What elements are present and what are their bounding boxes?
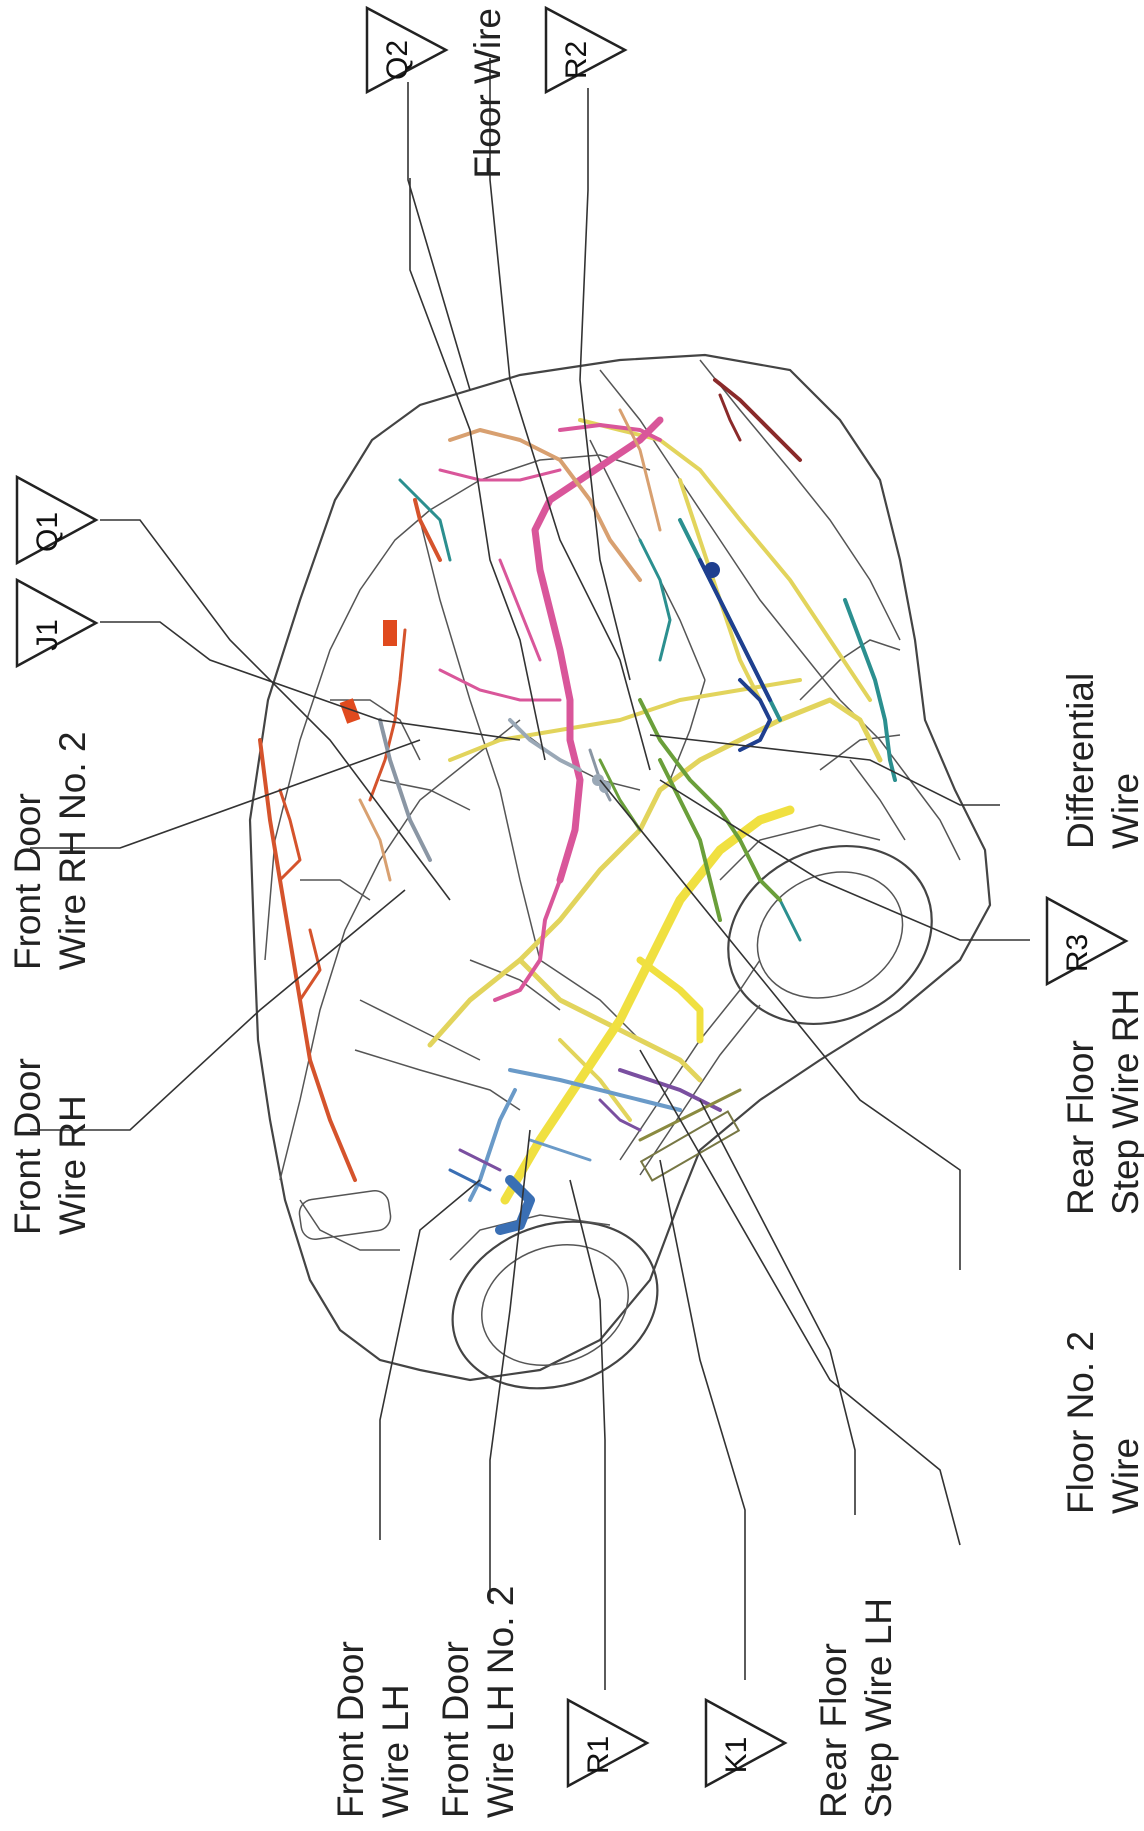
tan-harness (448, 428, 642, 582)
label-rear-floor-step-wire-lh: Rear Floor Step Wire LH (813, 1598, 899, 1818)
marker-j1: J1 (15, 577, 99, 669)
svg-text:Front Door: Front Door (435, 1641, 476, 1818)
svg-text:Differential: Differential (1060, 673, 1101, 849)
svg-text:Floor No. 2: Floor No. 2 (1060, 1331, 1101, 1514)
marker-r1-label: R1 (582, 1736, 615, 1774)
svg-text:Wire: Wire (1105, 1438, 1144, 1514)
label-front-door-wire-rh-no2: Front Door Wire RH No. 2 (7, 732, 93, 970)
marker-k1-label: K1 (720, 1737, 753, 1774)
marker-r2: R2 (544, 5, 628, 95)
vehicle-outline (248, 353, 992, 1390)
maroon-harness (713, 378, 802, 462)
svg-text:Wire RH: Wire RH (52, 1095, 93, 1235)
marker-j1-label: J1 (31, 619, 64, 651)
green-harness (638, 698, 782, 902)
wire-harnesses (258, 378, 897, 1235)
svg-text:Wire LH No. 2: Wire LH No. 2 (480, 1586, 521, 1818)
label-front-door-wire-rh: Front Door Wire RH (7, 1058, 93, 1235)
svg-text:Front Door: Front Door (7, 793, 48, 970)
svg-text:Wire RH No. 2: Wire RH No. 2 (52, 732, 93, 970)
marker-q1: Q1 (15, 474, 99, 566)
leader-lines (30, 58, 1030, 1690)
label-floor-wire: Floor Wire (467, 8, 508, 179)
gray-harness (378, 718, 432, 862)
label-floor-no2-wire: Floor No. 2 Wire (1060, 1331, 1144, 1514)
svg-text:Rear Floor: Rear Floor (813, 1643, 854, 1818)
floor-no2-wire-harness (500, 805, 795, 1205)
svg-text:Front Door: Front Door (330, 1641, 371, 1818)
label-rear-floor-step-wire-rh: Rear Floor Step Wire RH (1060, 989, 1144, 1215)
marker-k1: K1 (704, 1697, 788, 1789)
label-front-door-wire-lh: Front Door Wire LH (330, 1641, 416, 1818)
navy-harness (698, 558, 772, 702)
svg-text:Step Wire LH: Step Wire LH (858, 1598, 899, 1818)
svg-text:Wire LH: Wire LH (375, 1684, 416, 1818)
main-pink-harness (531, 416, 664, 884)
label-front-door-wire-lh-no2: Front Door Wire LH No. 2 (435, 1586, 521, 1818)
front-door-wire-lh-harness (468, 1088, 517, 1202)
svg-text:Step Wire RH: Step Wire RH (1105, 989, 1144, 1215)
marker-q1-label: Q1 (31, 512, 64, 552)
front-door-wire-rh-harness (258, 738, 357, 1182)
marker-r3-label: R3 (1061, 934, 1094, 972)
svg-text:Wire: Wire (1105, 773, 1144, 849)
svg-text:Rear Floor: Rear Floor (1060, 1040, 1101, 1215)
svg-text:Front Door: Front Door (7, 1058, 48, 1235)
marker-q2: Q2 (365, 5, 449, 95)
label-differential-wire: Differential Wire (1060, 673, 1144, 849)
marker-r2-label: R2 (560, 41, 593, 79)
marker-r3: R3 (1045, 895, 1129, 987)
floor-wire-harness (427, 697, 883, 1048)
marker-r1: R1 (566, 1697, 650, 1789)
marker-q2-label: Q2 (381, 40, 414, 80)
rear-floor-step-wire-lh-harness (618, 1068, 722, 1112)
orange-connector (383, 620, 397, 646)
